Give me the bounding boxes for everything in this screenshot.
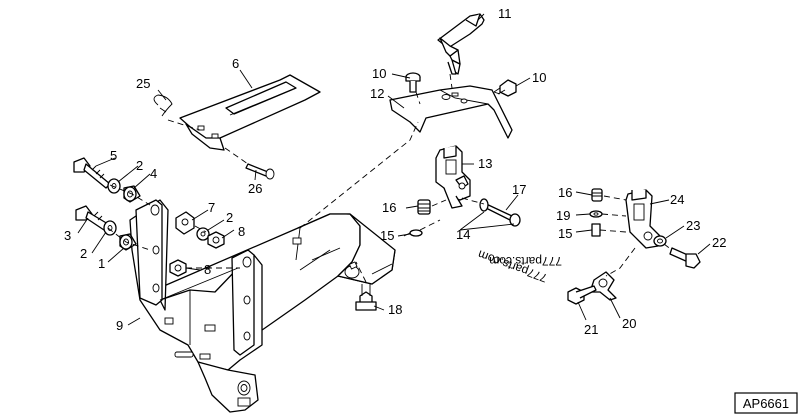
clevis-part-24 xyxy=(625,189,661,249)
spring-part-16-center xyxy=(417,199,431,215)
callout-21: 21 xyxy=(584,322,598,337)
callout-2-upper: 2 xyxy=(136,158,143,173)
nut-part-8-upper xyxy=(207,231,225,249)
callout-18: 18 xyxy=(388,302,402,317)
callout-23: 23 xyxy=(686,218,700,233)
washer-part-2-upper xyxy=(107,178,121,194)
bolt-part-10-left xyxy=(405,72,421,93)
callout-7: 7 xyxy=(208,200,215,215)
clip-part-25 xyxy=(153,94,173,117)
callout-leader-lines xyxy=(77,13,711,326)
callout-2-right: 2 xyxy=(226,210,233,225)
bolt-part-5 xyxy=(73,157,111,189)
callout-24: 24 xyxy=(670,192,684,207)
callout-10-left: 10 xyxy=(372,66,386,81)
t-handle-part-11 xyxy=(437,13,485,75)
clevis-part-13 xyxy=(435,145,471,209)
reference-code: AP6661 xyxy=(743,396,789,411)
reference-code-box: AP6661 xyxy=(734,392,798,414)
callout-16-center: 16 xyxy=(382,200,396,215)
callout-15-right: 15 xyxy=(558,226,572,241)
callout-6: 6 xyxy=(232,56,239,71)
clip-part-15-right xyxy=(591,223,601,237)
spacer-part-1 xyxy=(119,233,137,251)
callout-9: 9 xyxy=(116,318,123,333)
plate-part-6 xyxy=(179,74,321,151)
bolt-part-21 xyxy=(567,285,597,305)
assembly-dashed-lines xyxy=(107,73,673,283)
callout-19: 19 xyxy=(556,208,570,223)
watermarks: 777parts.com 777parts.com xyxy=(476,247,562,285)
callout-25: 25 xyxy=(136,76,150,91)
callout-22: 22 xyxy=(712,235,726,250)
callout-11: 11 xyxy=(498,6,512,21)
main-frame-part-9 xyxy=(129,199,396,413)
callout-10-right: 10 xyxy=(532,70,546,85)
washer-part-2-right xyxy=(196,227,210,241)
callout-15-center: 15 xyxy=(380,228,394,243)
callout-8-upper: 8 xyxy=(238,224,245,239)
bolt-part-22 xyxy=(669,247,701,269)
bolt-part-3 xyxy=(75,205,109,231)
callout-14: 14 xyxy=(456,227,470,242)
callout-5: 5 xyxy=(110,148,117,163)
clip-part-15-center xyxy=(403,229,423,237)
callout-20: 20 xyxy=(622,316,636,331)
nut-part-7 xyxy=(175,211,195,235)
callout-13: 13 xyxy=(478,156,492,171)
nut-part-8-lower xyxy=(169,259,187,277)
callout-3: 3 xyxy=(64,228,71,243)
spring-part-16-right xyxy=(591,188,603,202)
callout-26: 26 xyxy=(248,181,262,196)
callout-4: 4 xyxy=(150,166,157,181)
washer-part-19 xyxy=(589,210,603,218)
watermark-1: 777parts.com xyxy=(489,254,562,268)
bolt-part-18 xyxy=(355,284,377,311)
bracket-part-12 xyxy=(389,85,513,139)
pin-part-17 xyxy=(479,198,521,227)
callout-numbers: 25 6 26 10 10 11 12 13 16 15 14 17 18 16… xyxy=(64,6,726,337)
callout-16-right: 16 xyxy=(558,185,572,200)
callout-12: 12 xyxy=(370,86,384,101)
bolt-part-10-right xyxy=(493,79,517,97)
washer-part-2-lower xyxy=(103,220,117,236)
callout-8-lower: 8 xyxy=(204,262,211,277)
callout-1: 1 xyxy=(98,256,105,271)
callout-17: 17 xyxy=(512,182,526,197)
nut-part-23 xyxy=(653,235,667,247)
callout-2-lower: 2 xyxy=(80,246,87,261)
pin-part-26 xyxy=(245,163,275,180)
